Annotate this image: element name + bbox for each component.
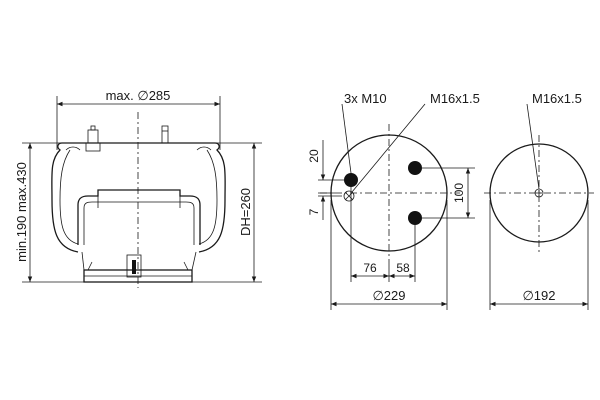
side-view: max. ∅285 min.190 max.430 DH=260	[14, 88, 262, 288]
bolt-hole-upper-right	[408, 161, 422, 175]
bolt-leader	[341, 103, 352, 174]
crimp-right	[196, 146, 212, 151]
dim-58-label: 58	[396, 261, 410, 275]
fitting-label-top: M16x1.5	[430, 91, 480, 106]
bellows-outer	[51, 142, 79, 253]
bottom-view: M16x1.5 ∅192	[484, 91, 594, 310]
dim-76-label: 76	[363, 261, 377, 275]
bellows-inner	[59, 149, 79, 245]
air-fitting-top	[343, 190, 355, 202]
base-flange-right	[183, 261, 189, 271]
dim-229-label: ∅229	[372, 288, 405, 303]
top-stud-right	[161, 125, 169, 144]
piston-inner	[83, 201, 195, 245]
base-flange-left	[87, 261, 93, 271]
height-range-label: min.190 max.430	[14, 162, 29, 262]
bottom-stud	[126, 254, 142, 278]
piston-top	[77, 189, 201, 245]
max-diameter-label: max. ∅285	[106, 88, 171, 103]
dim-100-label: 100	[452, 183, 466, 203]
dim-20-label: 20	[307, 149, 321, 163]
dim-192-label: ∅192	[522, 288, 555, 303]
piston-wall-left	[81, 251, 85, 271]
fitting-leader-bottom	[526, 103, 540, 190]
bolt-hole-lower-right	[408, 211, 422, 225]
fitting-label-bottom: M16x1.5	[532, 91, 582, 106]
air-fitting-bottom	[534, 188, 544, 198]
fitting-leader-top	[351, 103, 426, 193]
bolt-label: 3x M10	[344, 91, 387, 106]
bellows-inner-right	[198, 149, 218, 245]
crimp-left	[65, 146, 81, 151]
bellows-outer-right	[198, 142, 226, 253]
top-view: 3x M10 M16x1.5 20 7 100 76 58 ∅229	[307, 91, 480, 310]
piston-wall-right	[191, 251, 197, 271]
top-stud-left	[85, 125, 101, 152]
bolt-hole-left	[344, 173, 358, 187]
dim-7-label: 7	[307, 208, 321, 215]
design-height-label: DH=260	[238, 188, 253, 236]
